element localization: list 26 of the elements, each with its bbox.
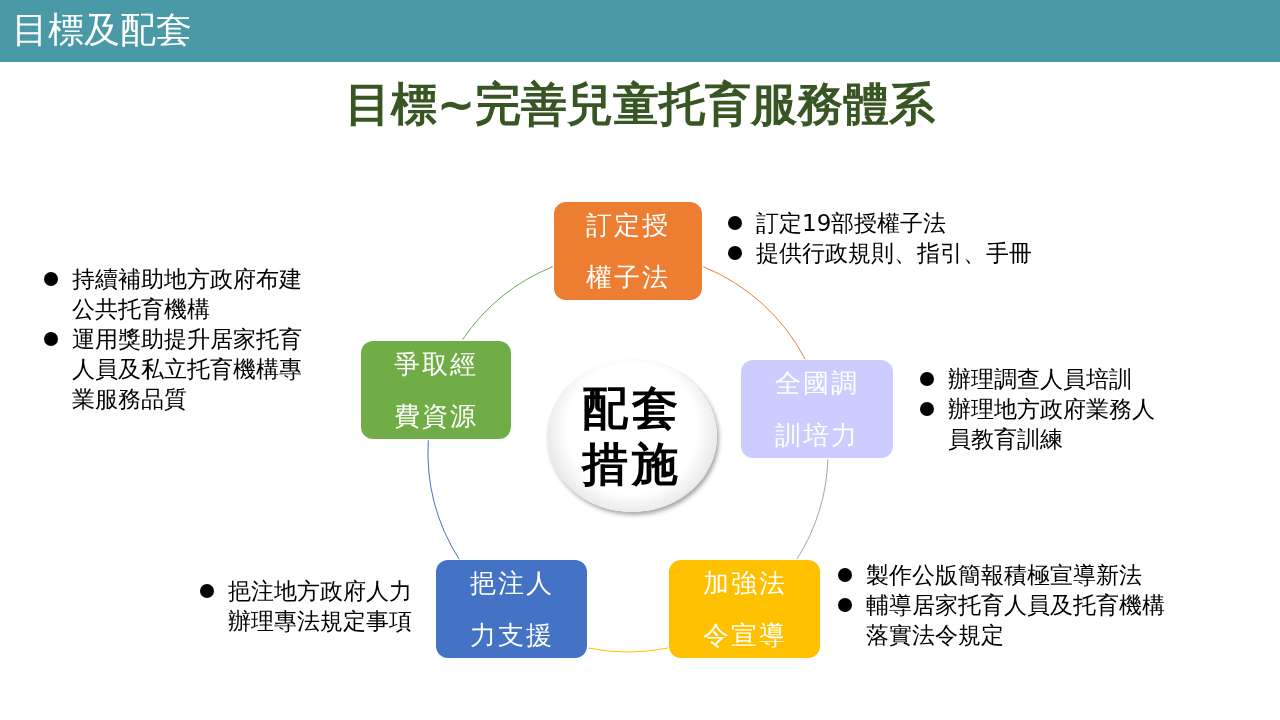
node-label: 訂定授權子法 (585, 209, 671, 294)
bullet-text: 挹注地方政府人力辦理專法規定事項 (228, 577, 413, 636)
rounded-box (741, 360, 893, 458)
header-title: 目標及配套 (12, 8, 192, 52)
node-label: 爭取經費資源 (393, 348, 479, 433)
node-label: 加強法令宣導 (701, 567, 788, 652)
connector-arc (587, 647, 669, 653)
rounded-box (554, 202, 702, 300)
bullet-text: 辦理調查人員培訓 (948, 365, 1132, 394)
bullet-text: 輔導居家托育人員及托育機構落實法令規定 (866, 591, 1166, 650)
bullet-text: 製作公版簡報積極宣導新法 (866, 561, 1142, 590)
bullet-text: 訂定19部授權子法 (756, 209, 947, 238)
bullet-text: 運用獎助提升居家托育人員及私立托育機構專業服務品質 (72, 325, 303, 414)
rounded-box (669, 560, 820, 658)
bullet-text: 提供行政規則、指引、手冊 (756, 239, 1032, 268)
bullet-text: 辦理地方政府業務人員教育訓練 (948, 395, 1156, 454)
connector-arc (796, 458, 829, 560)
node-label: 挹注人力支援 (468, 567, 555, 652)
bullet-text: 持續補助地方政府布建公共托育機構 (72, 265, 303, 324)
rounded-box (436, 560, 587, 658)
connector-arc (462, 266, 554, 341)
connector-arc (427, 439, 460, 560)
main-heading: 目標~完善兒童托育服務體系 (344, 77, 936, 131)
rounded-box (361, 341, 511, 439)
connector-arc (702, 266, 806, 360)
node-label: 配套措施 (582, 380, 682, 492)
